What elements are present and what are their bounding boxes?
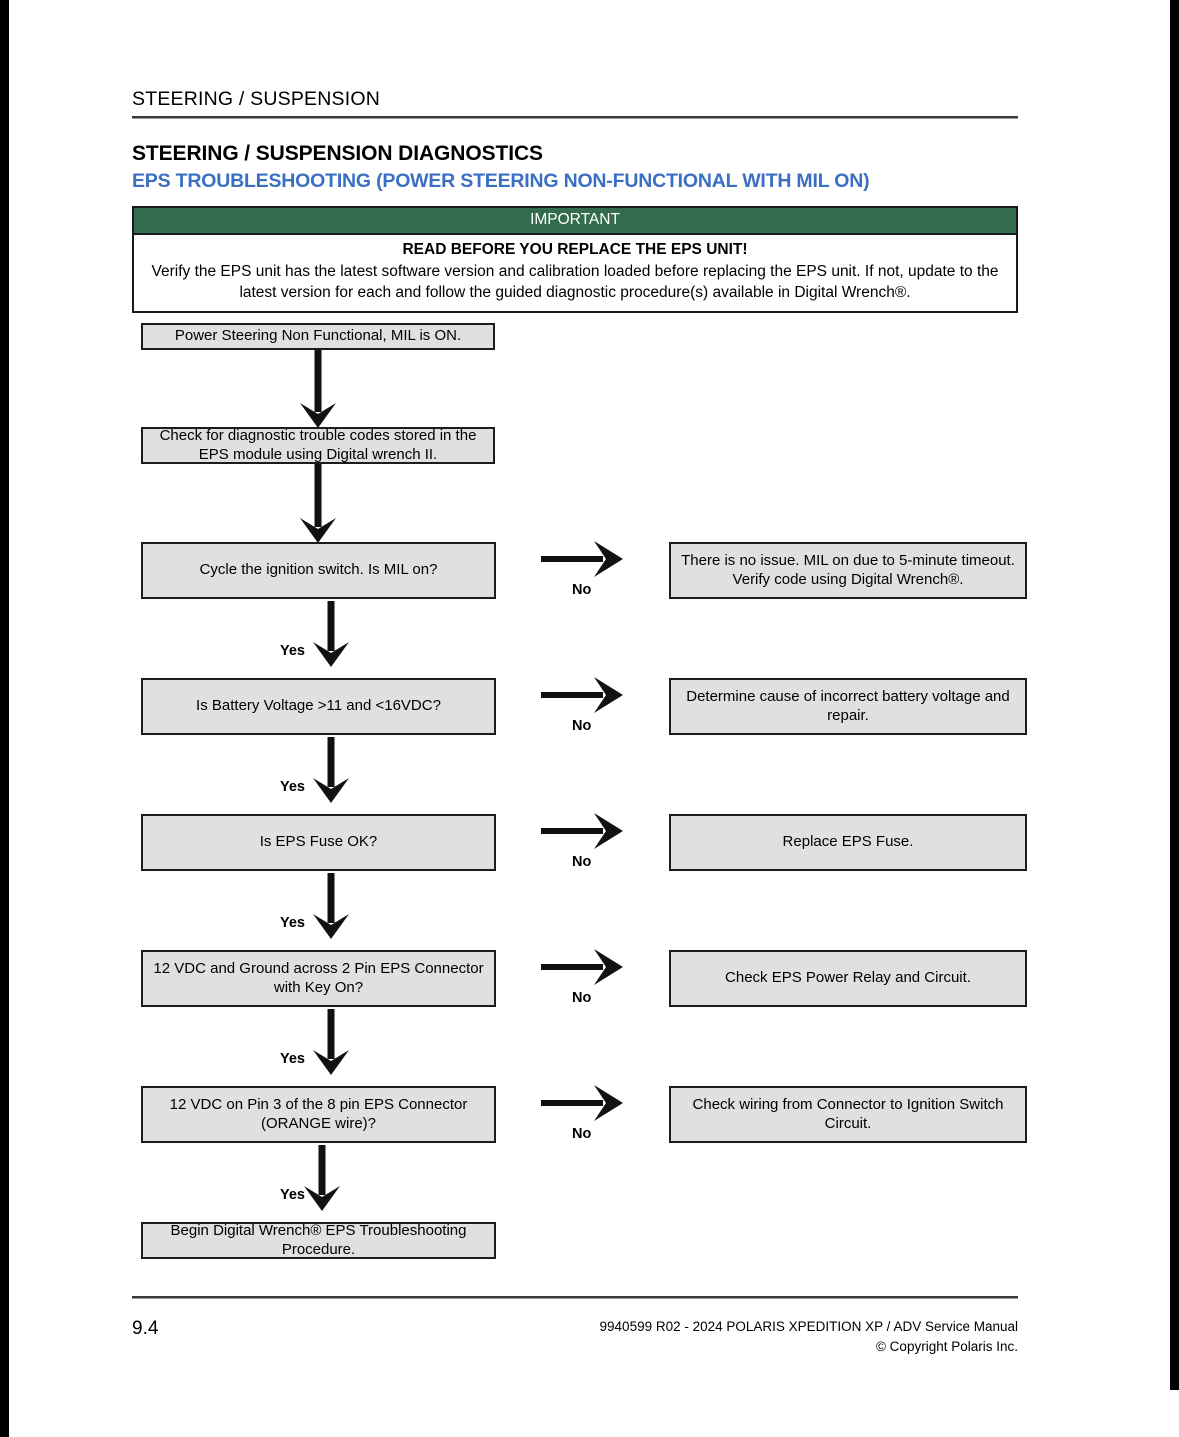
edge-label-decision-3-no: No [572, 854, 592, 870]
flow-node-step2-label: Check for diagnostic trouble codes store… [159, 427, 477, 463]
running-header: STEERING / SUSPENSION [132, 88, 380, 110]
manual-page: STEERING / SUSPENSION STEERING / SUSPENS… [9, 0, 1170, 1437]
footer-divider-rule [132, 1296, 1018, 1299]
arrow-down-decision4-yes [313, 1009, 349, 1075]
arrow-down-decision2-yes [313, 737, 349, 803]
flow-node-outcome-4-label: Check EPS Power Relay and Circuit. [725, 969, 971, 987]
edge-label-decision-5-no: No [572, 1126, 592, 1142]
arrow-down-decision5-yes [304, 1145, 340, 1211]
edge-label-decision-5-yes: Yes [280, 1187, 305, 1203]
flow-node-start: Power Steering Non Functional, MIL is ON… [141, 323, 495, 350]
edge-label-decision-2-no: No [572, 718, 592, 734]
arrow-down-decision1-yes [313, 601, 349, 667]
arrow-right-decision5-no [541, 1085, 623, 1121]
important-callout: IMPORTANT READ BEFORE YOU REPLACE THE EP… [132, 206, 1018, 314]
arrow-right-decision4-no [541, 949, 623, 985]
edge-label-decision-4-no: No [572, 990, 592, 1006]
flow-node-end: Begin Digital Wrench® EPS Troubleshootin… [141, 1222, 496, 1259]
flow-node-outcome-5: Check wiring from Connector to Ignition … [669, 1086, 1027, 1143]
flow-node-outcome-5-label: Check wiring from Connector to Ignition … [692, 1096, 1004, 1132]
flow-node-outcome-3: Replace EPS Fuse. [669, 814, 1027, 871]
arrow-down-start-to-step2 [300, 350, 336, 428]
eps-troubleshooting-flowchart: Power Steering Non Functional, MIL is ON… [9, 0, 1170, 1437]
arrow-right-decision1-no [541, 541, 623, 577]
arrow-down-decision3-yes [313, 873, 349, 939]
arrow-right-decision2-no [541, 677, 623, 713]
important-callout-text: Verify the EPS unit has the latest softw… [151, 262, 999, 301]
flowchart-arrows-layer [300, 350, 623, 1211]
flow-node-decision-5-label: 12 VDC on Pin 3 of the 8 pin EPS Connect… [169, 1096, 468, 1132]
flow-node-end-label: Begin Digital Wrench® EPS Troubleshootin… [170, 1222, 467, 1258]
flow-node-outcome-4: Check EPS Power Relay and Circuit. [669, 950, 1027, 1007]
flow-node-step2: Check for diagnostic trouble codes store… [141, 427, 495, 464]
flow-node-decision-1: Cycle the ignition switch. Is MIL on? [141, 542, 496, 599]
flow-node-decision-2-label: Is Battery Voltage >11 and <16VDC? [196, 697, 441, 715]
arrow-down-step2-to-decision1 [300, 460, 336, 543]
edge-label-decision-1-yes: Yes [280, 643, 305, 659]
flow-node-outcome-2: Determine cause of incorrect battery vol… [669, 678, 1027, 735]
manual-colophon: 9940599 R02 - 2024 POLARIS XPEDITION XP … [418, 1317, 1018, 1356]
important-callout-warning: READ BEFORE YOU REPLACE THE EPS UNIT! [402, 241, 748, 258]
page-subtitle: EPS TROUBLESHOOTING (POWER STEERING NON-… [132, 170, 870, 192]
scan-edge-band-right [1170, 0, 1179, 1390]
flow-node-start-label: Power Steering Non Functional, MIL is ON… [174, 327, 462, 345]
scan-edge-band-left [0, 0, 9, 1437]
edge-label-decision-2-yes: Yes [280, 779, 305, 795]
flow-node-outcome-3-label: Replace EPS Fuse. [782, 833, 914, 851]
important-callout-body: READ BEFORE YOU REPLACE THE EPS UNIT! Ve… [134, 235, 1016, 311]
flow-node-outcome-2-label: Determine cause of incorrect battery vol… [686, 688, 1010, 724]
flow-node-outcome-1: There is no issue. MIL on due to 5-minut… [669, 542, 1027, 599]
flow-node-decision-1-label: Cycle the ignition switch. Is MIL on? [199, 561, 438, 579]
edge-label-decision-3-yes: Yes [280, 915, 305, 931]
flow-node-decision-5: 12 VDC on Pin 3 of the 8 pin EPS Connect… [141, 1086, 496, 1143]
manual-copyright-line: © Copyright Polaris Inc. [875, 1338, 1018, 1354]
flow-node-decision-4-label: 12 VDC and Ground across 2 Pin EPS Conne… [153, 960, 484, 996]
page-number: 9.4 [132, 1318, 159, 1339]
flow-node-decision-2: Is Battery Voltage >11 and <16VDC? [141, 678, 496, 735]
page-title: STEERING / SUSPENSION DIAGNOSTICS [132, 142, 543, 165]
arrow-right-decision3-no [541, 813, 623, 849]
important-callout-heading: IMPORTANT [134, 208, 1016, 235]
manual-part-line: 9940599 R02 - 2024 POLARIS XPEDITION XP … [599, 1319, 1018, 1334]
edge-label-decision-4-yes: Yes [280, 1051, 305, 1067]
flow-node-outcome-1-label: There is no issue. MIL on due to 5-minut… [681, 552, 1015, 588]
flow-node-decision-4: 12 VDC and Ground across 2 Pin EPS Conne… [141, 950, 496, 1007]
edge-label-decision-1-no: No [572, 582, 592, 598]
flow-node-decision-3-label: Is EPS Fuse OK? [259, 833, 378, 851]
header-divider-rule [132, 116, 1018, 119]
flow-node-decision-3: Is EPS Fuse OK? [141, 814, 496, 871]
